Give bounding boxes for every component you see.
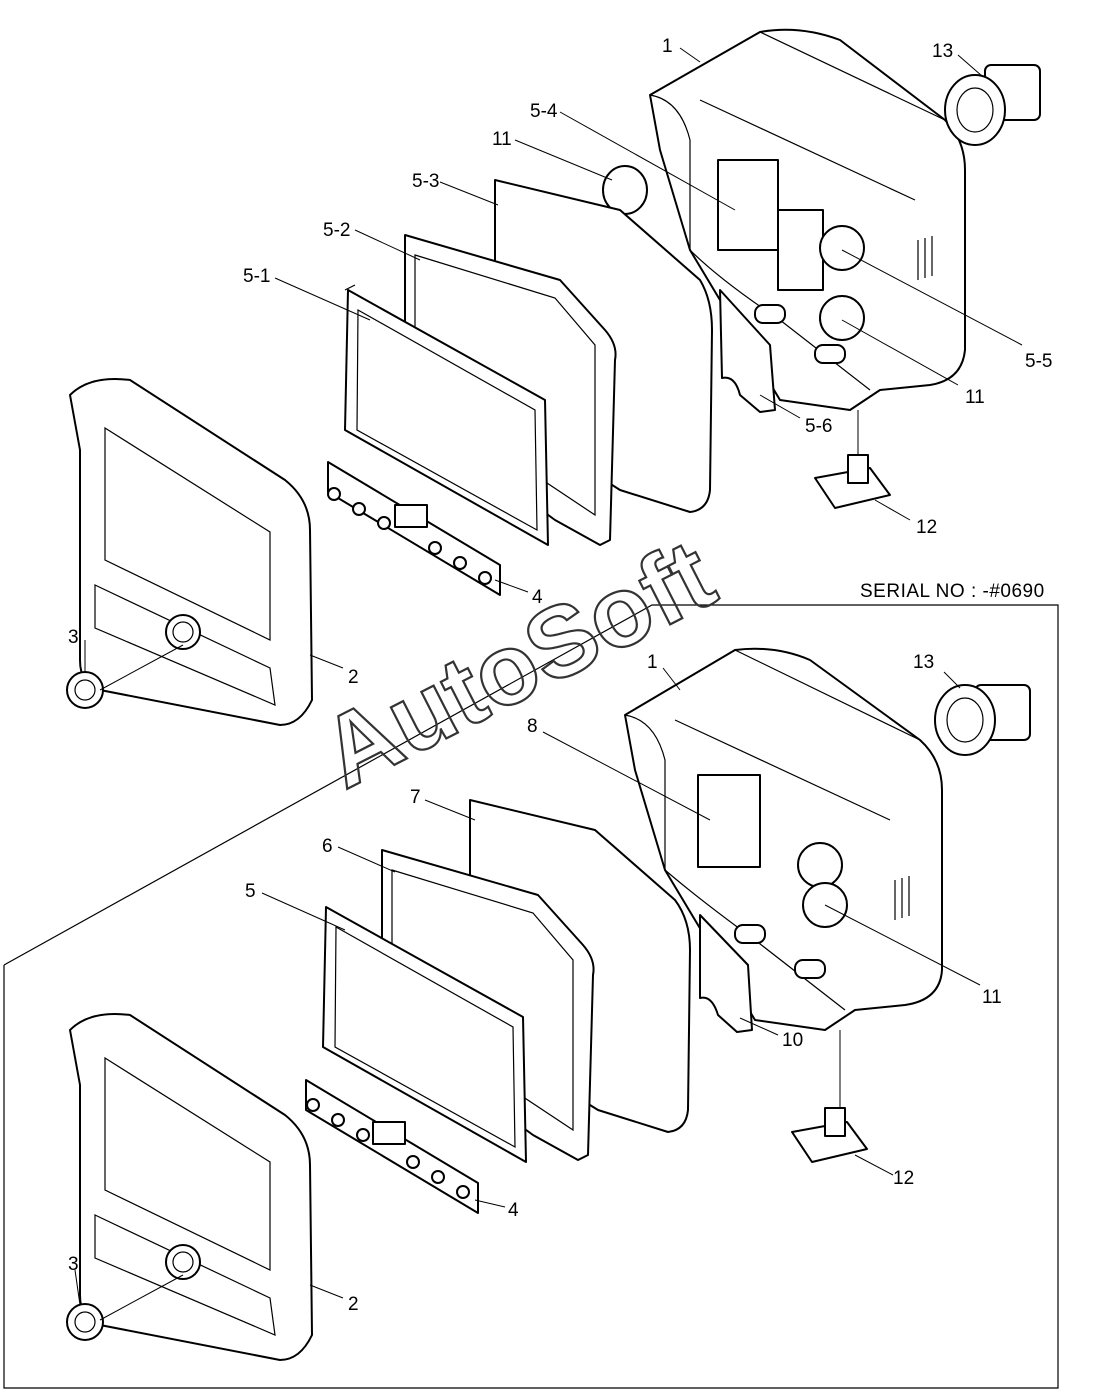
label-upper-12: 12 bbox=[916, 517, 937, 538]
label-lower-12: 12 bbox=[893, 1168, 914, 1189]
label-lower-8: 8 bbox=[527, 716, 538, 737]
label-lower-4: 4 bbox=[508, 1200, 519, 1221]
label-upper-13: 13 bbox=[932, 41, 953, 62]
lower-button-board bbox=[305, 1079, 479, 1214]
label-upper-5-3: 5-3 bbox=[412, 171, 439, 192]
label-upper-5-4: 5-4 bbox=[530, 101, 558, 122]
upper-assembly: 1 13 5-4 11 5-3 5-2 5-1 5-5 11 5-6 12 4 … bbox=[66, 28, 1052, 726]
label-lower-7: 7 bbox=[410, 787, 421, 808]
label-upper-3: 3 bbox=[68, 627, 79, 648]
upper-button-board bbox=[327, 461, 501, 596]
lower-knob bbox=[66, 1303, 104, 1341]
label-lower-10: 10 bbox=[782, 1030, 803, 1051]
upper-lcd-panel bbox=[344, 284, 549, 546]
upper-clip bbox=[814, 454, 891, 509]
upper-bracket bbox=[719, 289, 776, 413]
lower-bracket bbox=[699, 914, 753, 1033]
lower-grommet bbox=[934, 684, 1031, 756]
label-lower-3: 3 bbox=[68, 1254, 79, 1275]
serial-note: SERIAL NO : -#0690 bbox=[860, 581, 1045, 602]
lower-lcd-panel bbox=[322, 906, 527, 1163]
upper-rear-housing bbox=[649, 28, 966, 411]
label-upper-5-5: 5-5 bbox=[1025, 351, 1052, 372]
label-upper-11b: 11 bbox=[965, 387, 985, 408]
label-upper-5-6: 5-6 bbox=[805, 416, 832, 437]
label-upper-1: 1 bbox=[662, 36, 673, 57]
label-upper-5-1: 5-1 bbox=[243, 266, 270, 287]
label-lower-5: 5 bbox=[245, 881, 256, 902]
upper-knob bbox=[66, 671, 104, 709]
lower-front-bezel bbox=[69, 1013, 313, 1361]
label-lower-11: 11 bbox=[982, 987, 1002, 1008]
lower-assembly: 1 13 8 7 6 5 11 10 12 4 3 2 bbox=[66, 647, 1031, 1361]
upper-grommet bbox=[944, 64, 1041, 146]
label-lower-1: 1 bbox=[647, 652, 658, 673]
label-upper-2: 2 bbox=[348, 667, 359, 688]
serial-frame bbox=[3, 604, 1059, 1389]
lower-clip bbox=[791, 1107, 868, 1163]
label-lower-2: 2 bbox=[348, 1294, 359, 1315]
label-lower-6: 6 bbox=[322, 836, 333, 857]
label-upper-5-2: 5-2 bbox=[323, 220, 350, 241]
label-upper-4: 4 bbox=[532, 587, 543, 608]
label-upper-11a: 11 bbox=[492, 129, 512, 150]
upper-front-bezel bbox=[69, 378, 313, 726]
label-lower-13: 13 bbox=[913, 652, 934, 673]
